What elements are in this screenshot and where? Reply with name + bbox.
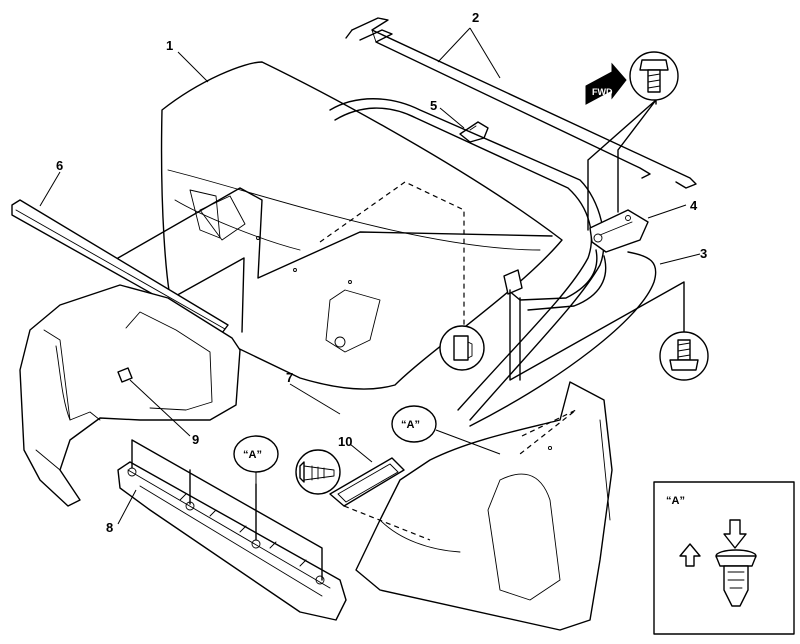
clip-bubble-center: [439, 325, 485, 371]
hidden-line-2: [519, 409, 577, 455]
callout-4: 4: [690, 198, 698, 213]
rod-3: [469, 251, 657, 427]
fwd-arrow-icon: FWD: [585, 62, 627, 105]
clip-9: [117, 367, 133, 383]
inset-a-label: “A”: [666, 495, 685, 507]
fastener-hole: [547, 445, 553, 451]
leader-9: [129, 379, 191, 437]
view-a-label-bottom: “A”: [243, 449, 262, 461]
fwd-label: FWD: [592, 87, 613, 97]
hidden-line-1: [319, 181, 465, 330]
callout-9: 9: [192, 432, 199, 447]
callout-1: 1: [166, 38, 173, 53]
callout-2: 2: [472, 10, 479, 25]
hinge: [507, 209, 649, 311]
weatherstrip: [11, 199, 229, 334]
leader-4: [647, 204, 687, 219]
view-a-bubble-right: “A”: [391, 405, 437, 443]
latch-part: [459, 121, 489, 143]
screw-bubble: [295, 449, 341, 495]
bolt-bubble-right: [659, 331, 709, 381]
leader-a-right: [435, 429, 501, 455]
view-a-bubble-bottom: “A”: [233, 435, 279, 473]
lid-panel-outline: [117, 187, 553, 279]
leader-5: [439, 107, 465, 129]
leader-6: [39, 171, 61, 207]
leader-2b: [469, 27, 501, 79]
left-quarter-trim: [19, 284, 241, 507]
right-quarter-trim: [355, 381, 613, 631]
callout-6: 6: [56, 158, 63, 173]
leader-8: [117, 489, 137, 525]
bolt-bubble-top: [629, 51, 679, 101]
gutter-bracket: [503, 269, 523, 295]
leader-1: [177, 51, 209, 83]
leader-2a: [437, 27, 471, 63]
torsion-rods: [345, 17, 697, 189]
hinge-view-lines: [587, 99, 657, 231]
hidden-line-3: [343, 505, 431, 541]
leader-3: [659, 253, 701, 265]
view-a-label-right: “A”: [401, 419, 420, 431]
bolt-view-box: [509, 281, 685, 381]
sill-plate: [117, 461, 347, 621]
leader-10: [349, 443, 373, 463]
inset-view-a: “A”: [653, 481, 795, 635]
leader-7: [289, 383, 341, 415]
sill-view-lines: [131, 439, 323, 581]
callout-3: 3: [700, 246, 707, 261]
lid-bracket-line: [171, 257, 245, 333]
callout-7: 7: [286, 370, 293, 385]
callout-10: 10: [338, 434, 352, 449]
cover-10: [329, 457, 405, 507]
callout-5: 5: [430, 98, 437, 113]
callout-8: 8: [106, 520, 113, 535]
